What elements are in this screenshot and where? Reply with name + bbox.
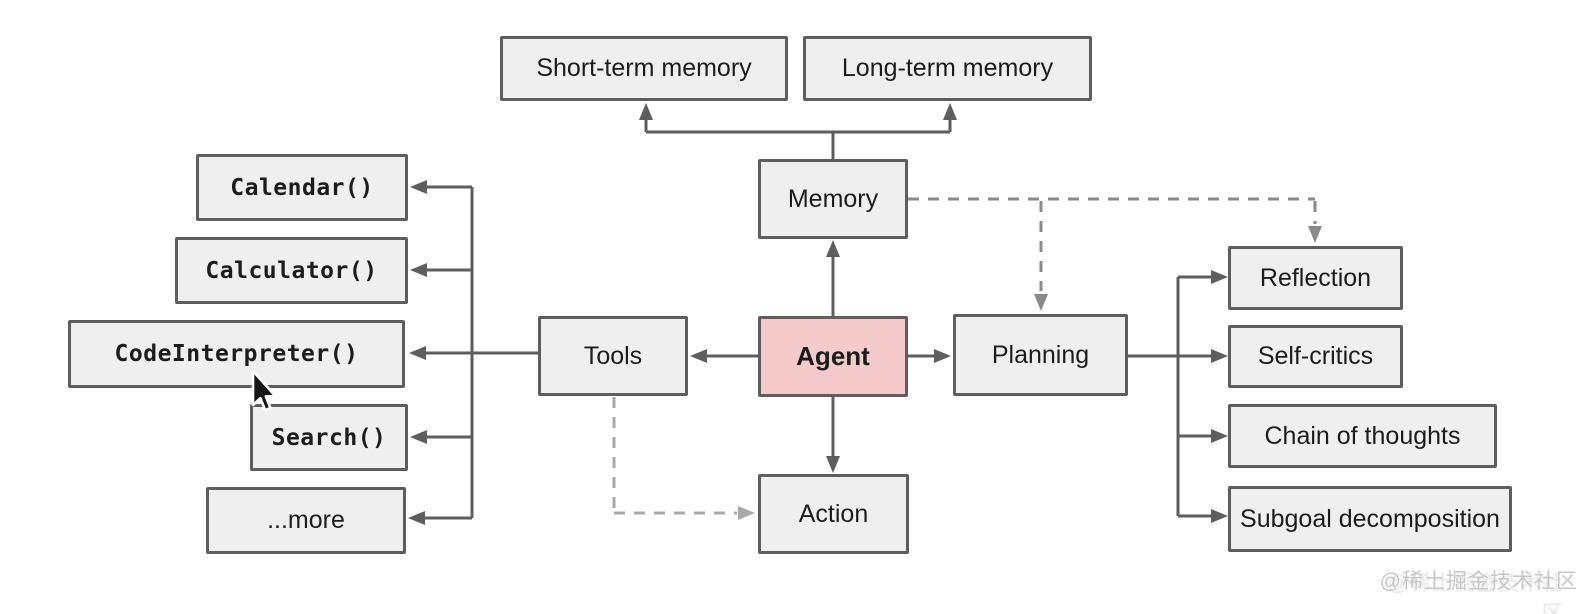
watermark-text: @稀土掘金技术社区	[1379, 570, 1578, 593]
node-calendar: Calendar()	[196, 154, 408, 221]
node-calendar-label: Calendar()	[230, 174, 374, 201]
node-planning: Planning	[953, 314, 1128, 396]
node-search: Search()	[250, 404, 408, 471]
dashed-arrowhead-tools	[738, 506, 755, 520]
node-self-critics: Self-critics	[1228, 325, 1403, 388]
node-chain-of-thoughts-label: Chain of thoughts	[1264, 421, 1461, 450]
node-reflection-label: Reflection	[1259, 263, 1372, 292]
node-tools: Tools	[538, 316, 688, 396]
watermark-ghost-text: @稀土掘金技术社区	[1387, 572, 1564, 614]
watermark: @稀土掘金技术社区 @稀土掘金技术社区	[1379, 567, 1578, 614]
node-reflection: Reflection	[1228, 246, 1403, 310]
node-memory: Memory	[758, 159, 908, 239]
node-more: ...more	[206, 487, 406, 554]
node-search-label: Search()	[271, 424, 387, 451]
node-chain-of-thoughts: Chain of thoughts	[1228, 404, 1497, 468]
node-code-interpreter: CodeInterpreter()	[68, 320, 405, 388]
node-calculator-label: Calculator()	[205, 257, 378, 284]
node-memory-label: Memory	[787, 184, 879, 213]
node-short-term-memory: Short-term memory	[500, 36, 788, 101]
node-subgoal-decomposition-label: Subgoal decomposition	[1240, 504, 1500, 533]
node-long-term-memory: Long-term memory	[803, 36, 1092, 101]
node-long-term-memory-label: Long-term memory	[841, 54, 1054, 82]
node-agent-label: Agent	[796, 341, 870, 371]
dashed-connectors-tools	[612, 397, 737, 515]
node-agent: Agent	[758, 316, 908, 397]
node-self-critics-label: Self-critics	[1257, 342, 1374, 370]
node-subgoal-decomposition: Subgoal decomposition	[1228, 486, 1512, 552]
node-code-interpreter-label: CodeInterpreter()	[114, 341, 359, 367]
node-more-label: ...more	[267, 506, 345, 534]
node-action: Action	[758, 474, 909, 554]
node-tools-label: Tools	[583, 341, 643, 370]
node-planning-label: Planning	[991, 340, 1090, 369]
node-action-label: Action	[798, 499, 869, 528]
node-calculator: Calculator()	[175, 237, 408, 304]
node-short-term-memory-label: Short-term memory	[536, 54, 752, 82]
